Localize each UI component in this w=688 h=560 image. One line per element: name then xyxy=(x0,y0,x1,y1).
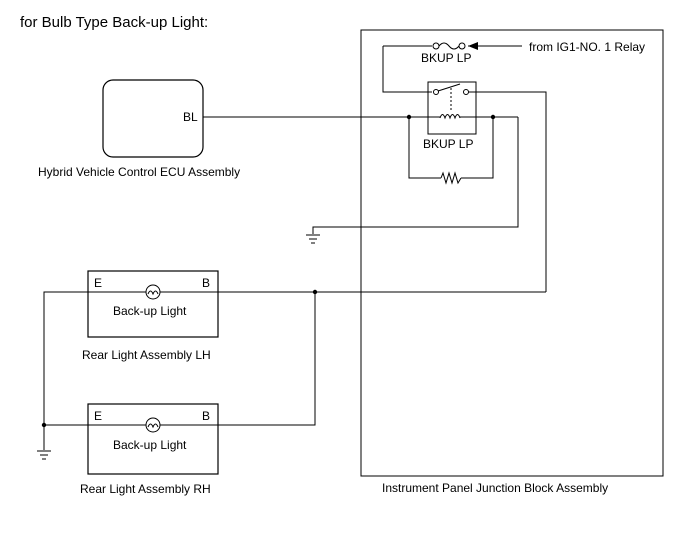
lamp-ground-wire xyxy=(43,291,88,450)
relay-output-wire xyxy=(468,91,547,292)
lamp-lh-pin-e: E xyxy=(94,276,102,290)
relay-label: BKUP LP xyxy=(423,137,473,151)
coil-junction-dot xyxy=(490,114,496,120)
lamp-rh-pin-b: B xyxy=(202,409,210,423)
lamp-lh-pin-b: B xyxy=(202,276,210,290)
lamp-lh-bulb-label: Back-up Light xyxy=(113,304,187,318)
relay-ground-wire xyxy=(312,117,519,234)
lamp-rh-pin-e: E xyxy=(94,409,102,423)
source-label: from IG1-NO. 1 Relay xyxy=(529,40,645,54)
junction-block-label: Instrument Panel Junction Block Assembly xyxy=(382,481,608,495)
relay-contact-left xyxy=(433,89,439,95)
resistor-icon xyxy=(440,171,462,185)
lamp-ground-icon xyxy=(37,450,51,460)
relay-coil-icon xyxy=(439,114,461,120)
lamp-lh-box xyxy=(87,270,219,338)
relay-box xyxy=(427,81,477,135)
fuse-terminal-left xyxy=(432,42,440,50)
fuse-terminal-right xyxy=(458,42,466,50)
resistor-wire-right xyxy=(461,117,494,179)
relay-contact-right xyxy=(463,89,469,95)
diagram-title: for Bulb Type Back-up Light: xyxy=(20,14,208,31)
relay-ground-icon xyxy=(306,234,320,244)
junction-block-outline xyxy=(360,29,664,477)
lamp-rh-bulb-label: Back-up Light xyxy=(113,438,187,452)
ecu-label: Hybrid Vehicle Control ECU Assembly xyxy=(38,165,240,179)
lamp-rh-feed-wire xyxy=(218,292,316,426)
fuse-icon xyxy=(438,42,460,50)
lamp-ground-junction-dot xyxy=(41,422,47,428)
lamp-rh-label: Rear Light Assembly RH xyxy=(80,482,211,496)
feed-wire xyxy=(382,46,432,93)
lamp-rh-box xyxy=(87,403,219,475)
lamp-lh-label: Rear Light Assembly LH xyxy=(82,348,211,362)
fuse-label: BKUP LP xyxy=(421,51,471,65)
ecu-box xyxy=(102,79,204,158)
ecu-pin-label: BL xyxy=(183,110,198,124)
relay-switch-arm xyxy=(437,83,461,92)
resistor-wire-left xyxy=(408,117,441,179)
source-arrow-icon xyxy=(468,42,478,50)
